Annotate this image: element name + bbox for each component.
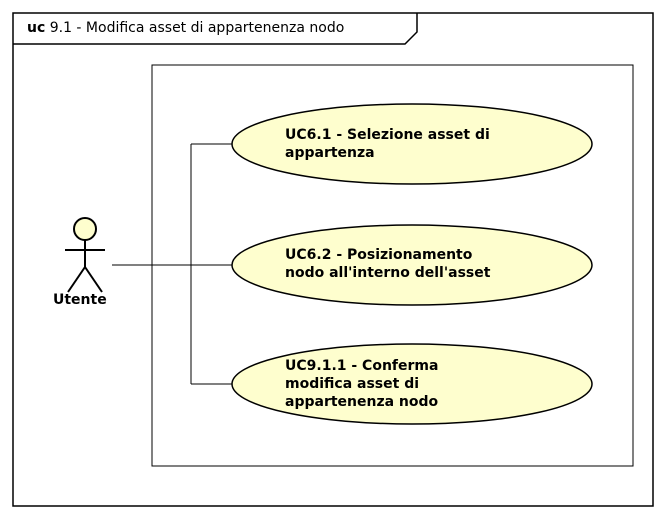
use-case-ellipse-2[interactable] [231,224,593,306]
use-case-3-line-1: UC9.1.1 - Conferma [285,358,439,374]
frame-title-text: 9.1 - Modifica asset di appartenenza nod… [49,20,345,36]
actor-icon [65,217,105,293]
use-case-3-line-3: appartenenza nodo [285,394,439,410]
use-case-2-line-1: UC6.2 - Posizionamento [285,247,473,263]
use-case-label-1: UC6.1 - Selezione asset di appartenza [285,126,490,162]
use-case-ellipse-3[interactable] [231,343,593,425]
frame-tab [13,13,418,45]
actor-label: Utente [53,292,107,308]
use-case-label-2: UC6.2 - Posizionamento nodo all'interno … [285,246,490,282]
use-case-ellipse-1[interactable] [231,103,593,185]
use-case-1-line-2: appartenza [285,145,375,161]
frame-title: uc 9.1 - Modifica asset di appartenenza … [27,20,344,36]
use-case-1-line-1: UC6.1 - Selezione asset di [285,127,490,143]
use-case-2-line-2: nodo all'interno dell'asset [285,265,491,281]
associations [112,143,232,385]
frame-keyword: uc [27,20,46,36]
use-case-label-3: UC9.1.1 - Conferma modifica asset di app… [285,357,438,411]
diagram-frame [12,12,654,507]
actor-head [73,217,97,241]
use-case-3-line-2: modifica asset di [285,376,420,392]
